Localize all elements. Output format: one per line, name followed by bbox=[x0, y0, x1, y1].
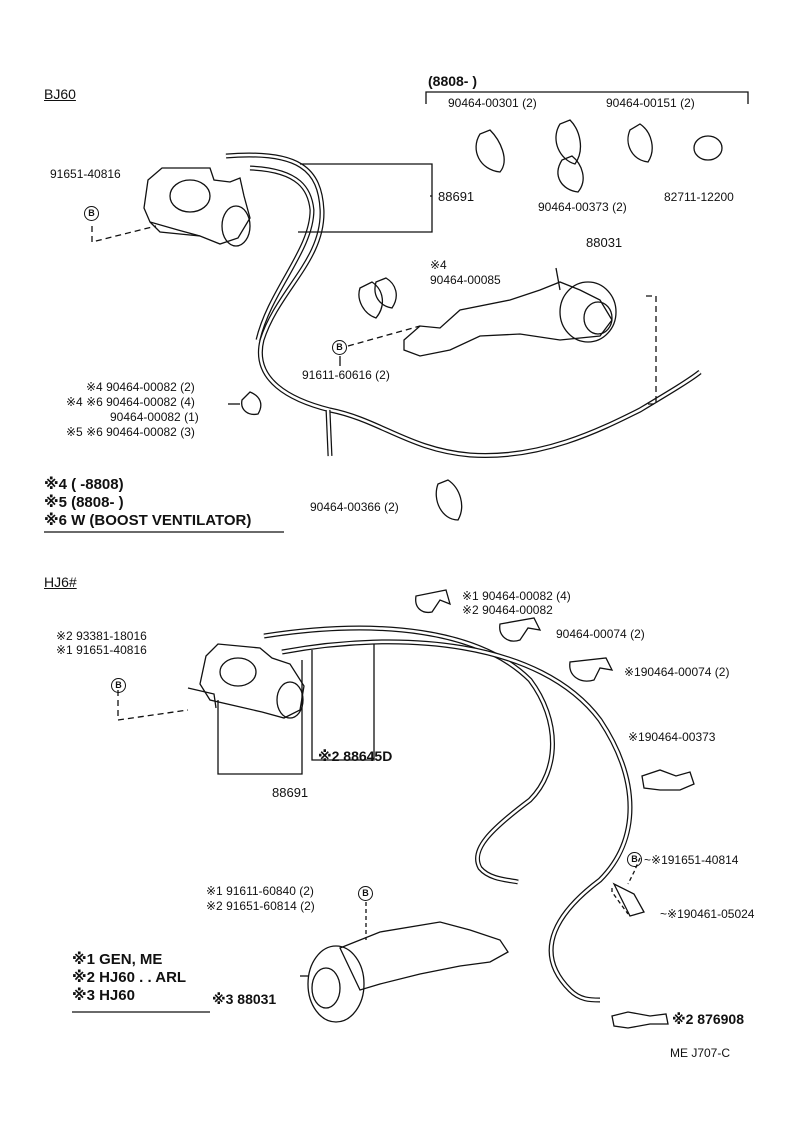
hose-d-label: ※2 88645D bbox=[318, 748, 393, 764]
bolt2-label: 91611-60616 (2) bbox=[302, 368, 390, 382]
actuator-bottom bbox=[300, 921, 509, 1023]
vsv-bolt-label: 91651-40816 bbox=[50, 167, 121, 181]
bolt-r-label: ~※191651-40814 bbox=[644, 853, 739, 867]
section-label-hj6: HJ6# bbox=[44, 574, 77, 590]
actuator-label-top: 88031 bbox=[586, 235, 623, 250]
clip-label-r1: ※1 90464-00082 (4) bbox=[462, 589, 571, 603]
section-label-bj60: BJ60 bbox=[44, 86, 76, 102]
vsv-valve-top bbox=[143, 167, 251, 247]
clip373-label: ※190464-00373 bbox=[628, 730, 716, 744]
check-valve bbox=[611, 1011, 669, 1029]
bolt-symbol: B bbox=[111, 678, 126, 693]
note-5: ※5 (8808- ) bbox=[44, 494, 124, 511]
note-6: ※6 W (BOOST VENTILATOR) bbox=[44, 512, 252, 529]
bolt-symbol: B bbox=[84, 206, 99, 221]
vsv-valve-bottom bbox=[187, 643, 305, 719]
clip-line-3: 90464-00082 (1) bbox=[110, 410, 199, 424]
clip74b-label: ※190464-00074 (2) bbox=[624, 665, 730, 679]
act-bolt1-label: ※1 91611-60840 (2) bbox=[206, 884, 314, 898]
n4-part-label: 90464-00085 bbox=[430, 273, 501, 287]
clip-label-c2: 90464-00151 (2) bbox=[606, 96, 695, 110]
bolt-symbol: B bbox=[627, 852, 642, 867]
valve-label: ※2 876908 bbox=[672, 1011, 745, 1027]
bolt-symbol: B bbox=[332, 340, 347, 355]
clip-line-4: ※5 ※6 90464-00082 (3) bbox=[66, 425, 195, 439]
clip-label-c3: 90464-00373 (2) bbox=[538, 200, 627, 214]
note-3: ※3 HJ60 bbox=[72, 987, 135, 1004]
act-bolt2-label: ※2 91651-60814 (2) bbox=[206, 899, 315, 913]
actuator-top bbox=[403, 267, 617, 357]
clip74a-label: 90464-00074 (2) bbox=[556, 627, 645, 641]
clip366-label: 90464-00366 (2) bbox=[310, 500, 399, 514]
clips-bottom bbox=[415, 589, 695, 917]
hose-top bbox=[225, 152, 702, 459]
note-2: ※2 HJ60 . . ARL bbox=[72, 969, 187, 986]
note-1: ※1 GEN, ME bbox=[72, 951, 163, 968]
clip-label-r2: ※2 90464-00082 bbox=[462, 603, 553, 617]
n4-prefix: ※4 bbox=[430, 258, 447, 272]
actuator-label-bottom: ※3 88031 bbox=[212, 991, 277, 1007]
clip-label-c1: 90464-00301 (2) bbox=[448, 96, 537, 110]
clip-r-label: ~※190461-05024 bbox=[660, 907, 755, 921]
hose-bottom bbox=[263, 625, 633, 1003]
bolt-line-2: ※1 91651-40816 bbox=[56, 643, 147, 657]
hose-label-top: 88691 bbox=[438, 189, 475, 204]
bolt-line-1: ※2 93381-18016 bbox=[56, 629, 147, 643]
clip-line-1: ※4 90464-00082 (2) bbox=[86, 380, 195, 394]
note-4: ※4 ( -8808) bbox=[44, 476, 124, 493]
clip-line-2: ※4 ※6 90464-00082 (4) bbox=[66, 395, 195, 409]
hose-label-bottom: 88691 bbox=[272, 785, 309, 800]
bracket-header: (8808- ) bbox=[428, 73, 478, 89]
clip-label-c4: 82711-12200 bbox=[664, 190, 734, 204]
clips-top bbox=[241, 119, 723, 521]
bolt-symbol: B bbox=[358, 886, 373, 901]
reference-code: ME J707-C bbox=[670, 1046, 731, 1060]
